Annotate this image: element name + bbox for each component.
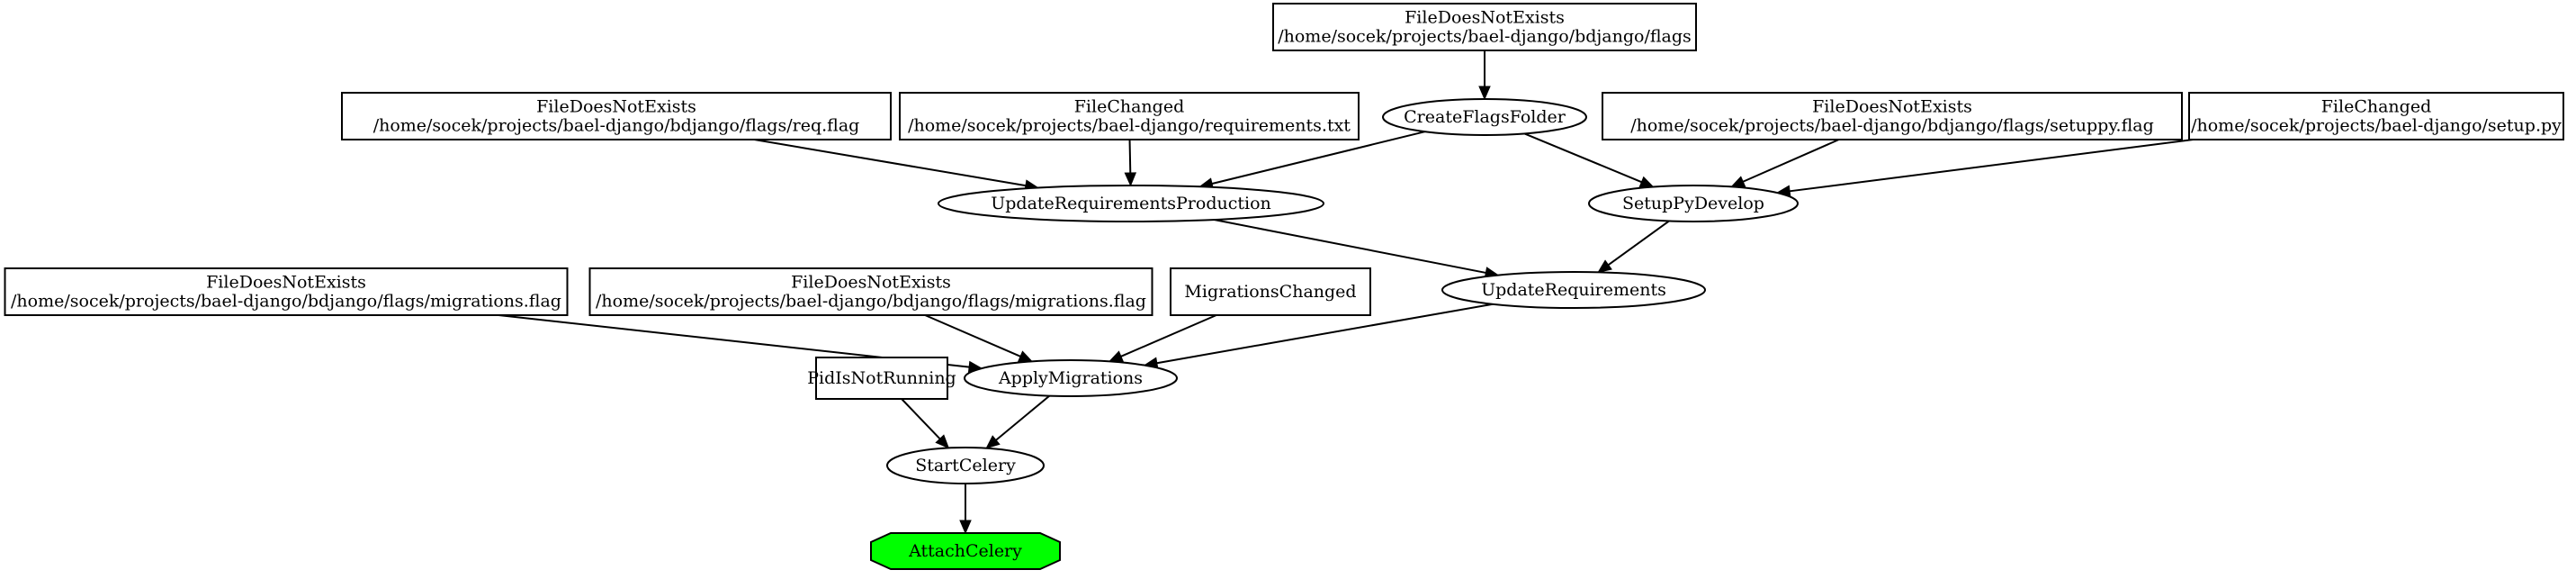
edge-line (1120, 314, 1217, 357)
node-path: /home/socek/projects/bael-django/setup.p… (2191, 116, 2562, 136)
node-octagon (870, 532, 1061, 570)
edge-n_mig_changed-to-n_apply_mig (1108, 314, 1217, 362)
edge-line (995, 394, 1051, 441)
node-ellipse (938, 185, 1324, 222)
node-title: PidIsNotRunning (807, 368, 956, 388)
edge-line (1156, 303, 1494, 365)
node-title: UpdateRequirementsProduction (991, 194, 1271, 213)
node-start-celery: StartCelery (886, 447, 1045, 484)
node-box (1170, 267, 1371, 316)
node-update-req-prod: UpdateRequirementsProduction (938, 185, 1324, 222)
node-path: /home/socek/projects/bael-django/bdjango… (11, 292, 561, 312)
edge-line (1211, 131, 1425, 185)
node-title: FileDoesNotExists (791, 273, 951, 293)
node-mig-flag-a: FileDoesNotExists/home/socek/projects/ba… (4, 267, 569, 316)
edge-n_flags-to-n_create_flags (1478, 50, 1491, 101)
arrowhead-icon (1478, 86, 1491, 101)
node-req-txt: FileChanged/home/socek/projects/bael-dja… (899, 92, 1360, 140)
node-ellipse (964, 359, 1178, 397)
node-path: /home/socek/projects/bael-django/bdjango… (1278, 27, 1692, 47)
edge-n_apply_mig-to-n_start_celery (985, 394, 1051, 449)
node-setuppy-develop: SetupPyDevelop (1588, 185, 1799, 222)
node-title: UpdateRequirements (1481, 280, 1666, 300)
node-box (1602, 92, 2183, 140)
node-mig-changed: MigrationsChanged (1170, 267, 1371, 316)
arrowhead-icon (1017, 350, 1034, 362)
arrowhead-icon (1730, 176, 1746, 187)
edge-n_mig_flag_b-to-n_apply_mig (924, 314, 1034, 362)
edge-n_setup_py-to-n_setuppy_develop (1775, 139, 2194, 197)
edge-line (754, 139, 1027, 187)
node-mig-flag-b: FileDoesNotExists/home/socek/projects/ba… (588, 267, 1153, 316)
node-box (341, 92, 892, 140)
node-title: StartCelery (915, 456, 1016, 475)
node-path: /home/socek/projects/bael-django/bdjango… (1630, 116, 2154, 136)
node-attach-celery: AttachCelery (870, 532, 1061, 570)
node-box (1272, 3, 1697, 51)
edge-n_pid-to-n_start_celery (901, 398, 950, 449)
arrowhead-icon (985, 435, 1001, 449)
edge-line (1128, 139, 1132, 174)
node-title: CreateFlagsFolder (1404, 107, 1566, 127)
node-box (2188, 92, 2564, 140)
node-setup-py: FileChanged/home/socek/projects/bael-dja… (2188, 92, 2564, 140)
edge-n_req_txt-to-n_update_req_prod (1124, 139, 1137, 187)
node-path: /home/socek/projects/bael-django/bdjango… (373, 116, 860, 136)
edge-line (1607, 220, 1670, 266)
edge-line (1742, 139, 1840, 183)
node-box (815, 357, 948, 400)
node-title: FileDoesNotExists (206, 273, 366, 293)
node-pid: PidIsNotRunning (807, 357, 956, 400)
edge-n_setuppy_develop-to-n_update_req (1597, 220, 1670, 274)
edge-n_setuppy_flag-to-n_setuppy_develop (1730, 139, 1840, 187)
edge-line (924, 314, 1021, 357)
node-ellipse (1441, 271, 1706, 309)
node-path: /home/socek/projects/bael-django/require… (908, 116, 1351, 136)
node-title: MigrationsChanged (1184, 282, 1356, 302)
node-title: FileDoesNotExists (536, 97, 696, 117)
node-title: ApplyMigrations (998, 368, 1143, 388)
edge-line (1214, 219, 1486, 274)
edge-line (901, 398, 941, 440)
node-create-flags: CreateFlagsFolder (1382, 98, 1587, 136)
edge-line (1524, 132, 1642, 184)
node-box (4, 267, 569, 316)
arrowhead-icon (1124, 172, 1137, 187)
node-title: FileDoesNotExists (1405, 8, 1565, 28)
node-path: /home/socek/projects/bael-django/bdjango… (596, 292, 1146, 312)
node-title: AttachCelery (908, 541, 1022, 561)
node-box (588, 267, 1153, 316)
arrowhead-icon (1597, 259, 1612, 274)
edge-n_start_celery-to-n_attach_celery (959, 484, 972, 535)
node-title: FileDoesNotExists (1812, 97, 1972, 117)
arrowhead-icon (1638, 176, 1655, 188)
node-apply-mig: ApplyMigrations (964, 359, 1178, 397)
node-update-req: UpdateRequirements (1441, 271, 1706, 309)
node-req-flag: FileDoesNotExists/home/socek/projects/ba… (341, 92, 892, 140)
graph-nodes: FileDoesNotExists/home/socek/projects/ba… (4, 3, 2564, 570)
arrowhead-icon (935, 434, 950, 449)
node-ellipse (886, 447, 1045, 484)
node-title: FileChanged (2321, 97, 2432, 117)
node-box (899, 92, 1360, 140)
arrowhead-icon (1108, 350, 1125, 362)
arrowhead-icon (959, 520, 972, 535)
edge-line (1789, 139, 2194, 193)
node-ellipse (1588, 185, 1799, 222)
node-flags: FileDoesNotExists/home/socek/projects/ba… (1272, 3, 1697, 51)
node-ellipse (1382, 98, 1587, 136)
node-title: SetupPyDevelop (1622, 194, 1764, 213)
edge-n_req_flag-to-n_update_req_prod (754, 139, 1039, 192)
edge-n_create_flags-to-n_setuppy_develop (1524, 132, 1655, 188)
node-setuppy-flag: FileDoesNotExists/home/socek/projects/ba… (1602, 92, 2183, 140)
node-title: FileChanged (1074, 97, 1185, 117)
